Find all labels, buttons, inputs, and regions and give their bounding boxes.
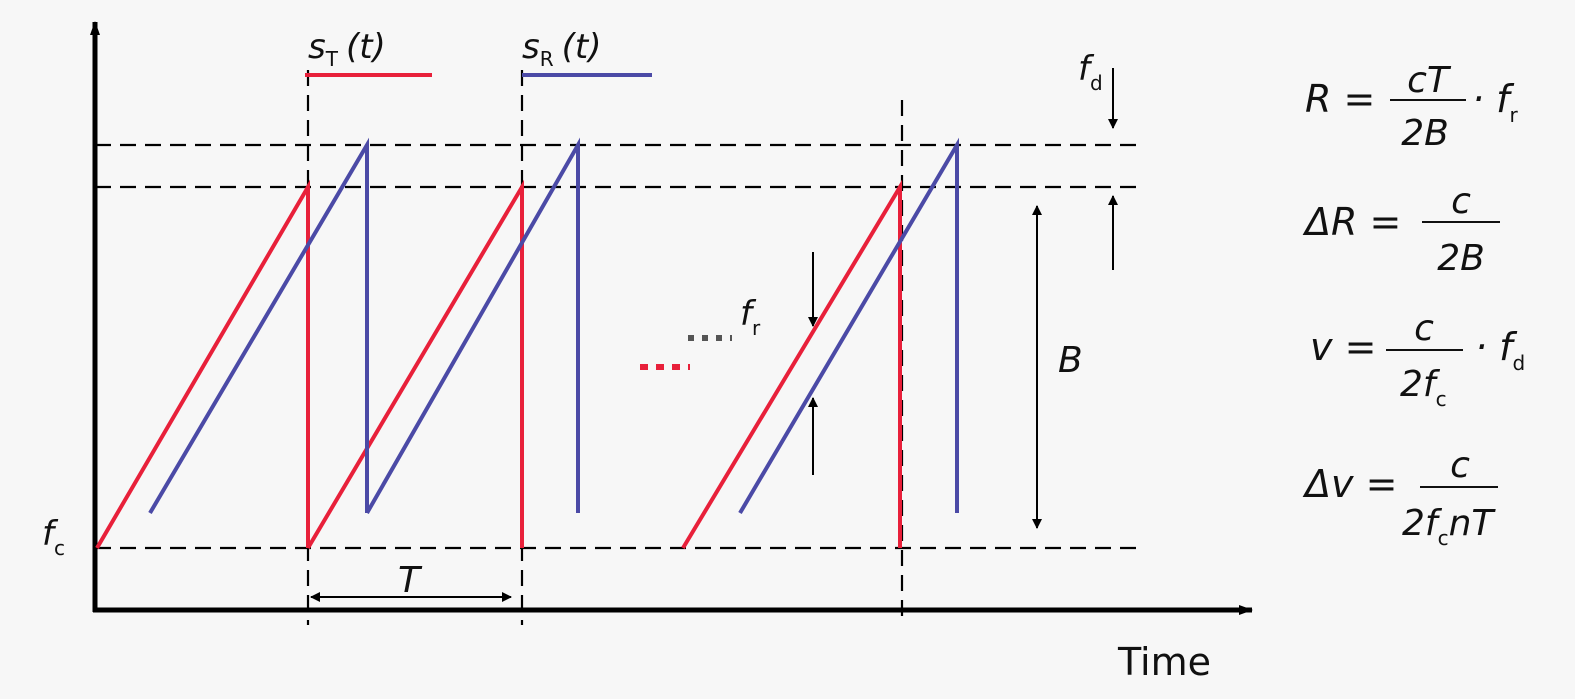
- svg-text:R =: R =: [1305, 77, 1375, 121]
- svg-text:2fc: 2fc: [1400, 364, 1447, 411]
- svg-text:v =: v =: [1310, 325, 1376, 369]
- x-axis-label: Time: [1117, 640, 1211, 684]
- bandwidth-label: B: [1058, 340, 1083, 381]
- svg-text:c: c: [1451, 181, 1471, 222]
- svg-text:c: c: [1414, 308, 1434, 349]
- fc-label: fc: [42, 514, 65, 560]
- transmit-chirp-3: [681, 179, 902, 550]
- svg-text:cT: cT: [1407, 60, 1452, 101]
- svg-text:c: c: [1450, 445, 1470, 486]
- transmit-chirp-2: [306, 179, 524, 550]
- svg-text:2B: 2B: [1401, 113, 1449, 154]
- receive-chirp-2: [365, 137, 580, 514]
- receive-chirp-3: [738, 137, 959, 515]
- fd-label: fd: [1078, 49, 1103, 95]
- legend-transmit: sT(t): [305, 27, 432, 77]
- svg-text:sR(t): sR(t): [522, 27, 602, 71]
- formula-range-resolution: ΔR = c 2B: [1302, 181, 1500, 279]
- formula-velocity: v = c 2fc · fd: [1310, 308, 1525, 411]
- transmit-chirp-1: [95, 179, 310, 550]
- svg-text:2fcnT: 2fcnT: [1402, 503, 1496, 550]
- svg-text:ΔR =: ΔR =: [1302, 200, 1401, 244]
- svg-text:2B: 2B: [1437, 238, 1485, 279]
- svg-text:· fr: · fr: [1472, 77, 1519, 127]
- svg-text:sT(t): sT(t): [308, 27, 386, 71]
- svg-text:· fd: · fd: [1475, 325, 1525, 375]
- legend-receive: sR(t): [522, 27, 652, 77]
- fr-label: fr: [740, 294, 761, 340]
- formula-range: R = cT 2B · fr: [1305, 60, 1519, 154]
- receive-chirp-1: [148, 137, 369, 515]
- formula-velocity-resolution: Δv = c 2fcnT: [1302, 445, 1498, 550]
- period-label: T: [398, 560, 423, 601]
- svg-text:Δv =: Δv =: [1302, 462, 1397, 506]
